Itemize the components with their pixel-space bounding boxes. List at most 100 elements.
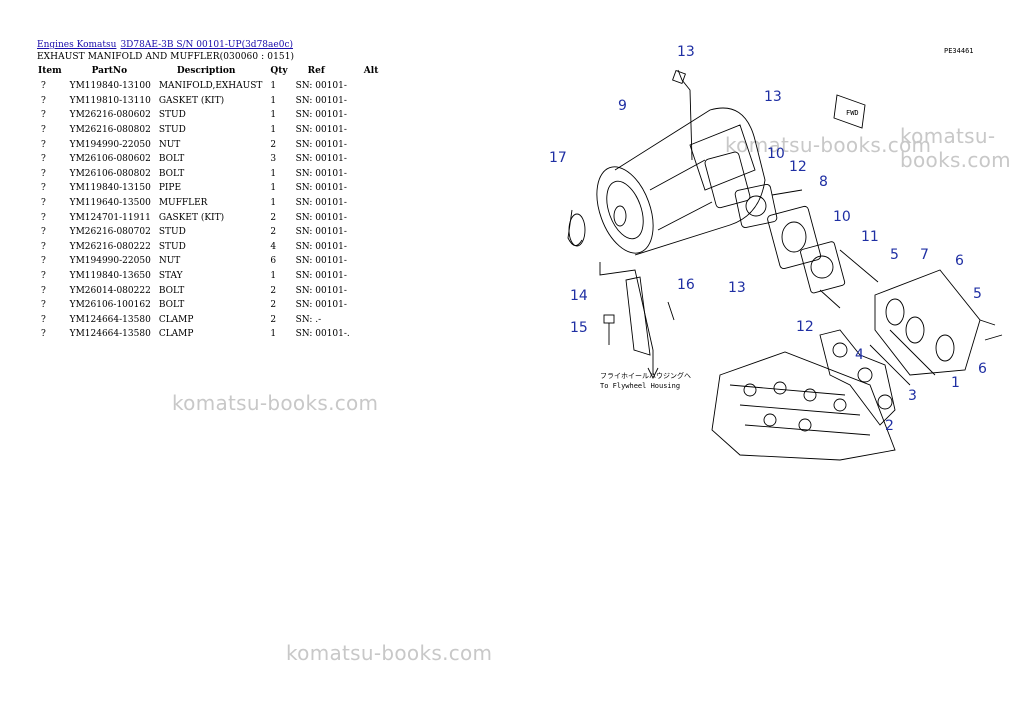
callout-6: 6 bbox=[955, 253, 964, 269]
cell-qty: 2 bbox=[270, 139, 277, 150]
col-item: Item bbox=[38, 66, 62, 76]
callout-12: 12 bbox=[789, 159, 807, 175]
cell-ref: SN: 00101- bbox=[295, 81, 347, 92]
cell-ref: SN: 00101- bbox=[295, 256, 347, 267]
diagram-code: PE34461 bbox=[944, 47, 974, 55]
cell-qty: 1 bbox=[270, 81, 277, 92]
table-row: ? YM194990-22050 NUT 6 SN: 00101- bbox=[34, 254, 382, 269]
page-subtitle: EXHAUST MANIFOLD AND MUFFLER(030060 : 01… bbox=[37, 52, 295, 62]
cell-partno: YM124664-13580 bbox=[69, 314, 151, 325]
cell-partno: YM124701-11911 bbox=[69, 212, 151, 223]
cell-description: BOLT bbox=[158, 154, 185, 165]
cell-item: ? bbox=[41, 110, 46, 121]
cell-qty: 6 bbox=[270, 256, 277, 267]
watermark-text: komatsu-books.com bbox=[286, 641, 493, 665]
watermark-text: komatsu-books.com bbox=[725, 133, 932, 157]
table-header-row: Item PartNo Description Qty Ref Alt bbox=[34, 65, 382, 79]
cell-description: MANIFOLD,EXHAUST bbox=[158, 81, 263, 92]
cell-description: GASKET (KIT) bbox=[158, 95, 225, 106]
cell-item: ? bbox=[41, 139, 46, 150]
cell-qty: 1 bbox=[270, 110, 277, 121]
cell-item: ? bbox=[41, 198, 46, 209]
cell-partno: YM119810-13110 bbox=[69, 95, 151, 106]
cell-qty: 2 bbox=[270, 285, 277, 296]
cell-partno: YM119840-13650 bbox=[69, 271, 151, 282]
watermark-text: komatsu-books.com bbox=[172, 391, 379, 415]
callout-1: 1 bbox=[951, 375, 960, 391]
breadcrumb-link-engines[interactable]: Engines Komatsu bbox=[37, 40, 117, 50]
cell-item: ? bbox=[41, 227, 46, 238]
cell-description: NUT bbox=[158, 139, 181, 150]
cell-ref: SN: 00101- bbox=[295, 168, 347, 179]
cell-description: BOLT bbox=[158, 168, 185, 179]
callout-3: 3 bbox=[908, 388, 917, 404]
cell-item: ? bbox=[41, 212, 46, 223]
callout-14: 14 bbox=[570, 288, 588, 304]
table-row: ? YM26216-080602 STUD 1 SN: 00101- bbox=[34, 108, 382, 123]
cell-qty: 3 bbox=[270, 154, 277, 165]
cell-partno: YM194990-22050 bbox=[69, 256, 151, 267]
callout-15: 15 bbox=[570, 320, 588, 336]
cell-alt bbox=[354, 327, 383, 342]
cell-alt bbox=[354, 313, 383, 328]
cell-qty: 1 bbox=[270, 95, 277, 106]
fwd-label: FWD bbox=[846, 109, 859, 117]
cell-item: ? bbox=[41, 81, 46, 92]
cell-ref: SN: 00101- bbox=[295, 241, 347, 252]
cell-partno: YM26216-080802 bbox=[69, 125, 151, 136]
cell-item: ? bbox=[41, 241, 46, 252]
cell-item: ? bbox=[41, 183, 46, 194]
breadcrumb-link-model[interactable]: 3D78AE-3B S/N 00101-UP(3d78ae0c) bbox=[120, 40, 293, 50]
cell-description: STUD bbox=[158, 227, 186, 238]
cell-item: ? bbox=[41, 300, 46, 311]
col-qty: Qty bbox=[270, 66, 288, 76]
callout-11: 11 bbox=[861, 229, 879, 245]
cell-item: ? bbox=[41, 256, 46, 267]
note-en: To Flywheel Housing bbox=[600, 382, 680, 390]
cell-ref: SN: 00101-. bbox=[295, 329, 350, 340]
cell-description: STAY bbox=[158, 271, 183, 282]
cell-item: ? bbox=[41, 271, 46, 282]
cell-item: ? bbox=[41, 314, 46, 325]
callout-10: 10 bbox=[767, 146, 785, 162]
callout-10: 10 bbox=[833, 209, 851, 225]
cell-item: ? bbox=[41, 95, 46, 106]
col-description: Description bbox=[176, 66, 236, 76]
cell-ref: SN: 00101- bbox=[295, 227, 347, 238]
parts-table: Item PartNo Description Qty Ref Alt ? YM1… bbox=[34, 65, 382, 342]
cell-ref: SN: 00101- bbox=[295, 95, 347, 106]
cell-description: STUD bbox=[158, 125, 186, 136]
cell-item: ? bbox=[41, 125, 46, 136]
cell-alt bbox=[354, 181, 383, 196]
cell-alt bbox=[354, 123, 383, 138]
cell-description: STUD bbox=[158, 110, 186, 121]
cell-partno: YM119840-13100 bbox=[69, 81, 151, 92]
cell-qty: 1 bbox=[270, 271, 277, 282]
cell-partno: YM26014-080222 bbox=[69, 285, 151, 296]
cell-alt bbox=[354, 167, 383, 182]
cell-description: NUT bbox=[158, 256, 181, 267]
cell-partno: YM26216-080602 bbox=[69, 110, 151, 121]
cell-qty: 2 bbox=[270, 227, 277, 238]
callout-17: 17 bbox=[549, 150, 567, 166]
exhaust-manifold bbox=[874, 269, 981, 376]
cell-description: BOLT bbox=[158, 300, 185, 311]
note-jp: フライホイールハウジングへ bbox=[600, 371, 691, 380]
cell-description: BOLT bbox=[158, 285, 185, 296]
cell-partno: YM26106-080602 bbox=[69, 154, 151, 165]
cell-alt bbox=[354, 210, 383, 225]
callout-13: 13 bbox=[764, 89, 782, 105]
watermark-text: komatsu-books.com bbox=[900, 124, 1011, 172]
cell-description: GASKET (KIT) bbox=[158, 212, 225, 223]
callout-numbers: 13 13 9 17 10 12 8 10 11 5 7 6 5 13 16 1… bbox=[549, 44, 987, 434]
cell-ref: SN: 00101- bbox=[295, 110, 347, 121]
cell-partno: YM26106-100162 bbox=[69, 300, 151, 311]
cell-ref: SN: 00101- bbox=[295, 125, 347, 136]
callout-2: 2 bbox=[885, 418, 894, 434]
